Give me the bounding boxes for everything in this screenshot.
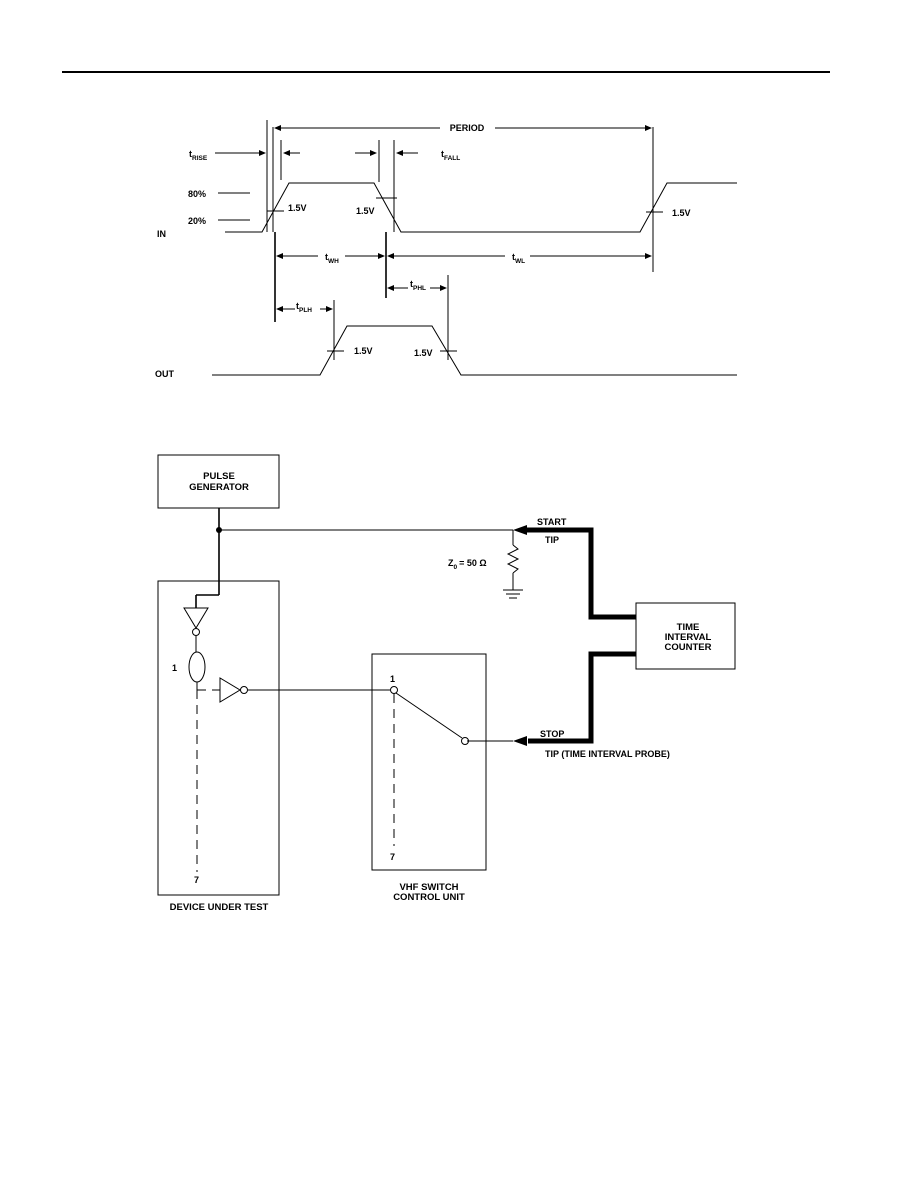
svg-text:tWH: tWH	[325, 252, 339, 265]
pulse-width-dimension: tWH tWL	[274, 232, 652, 322]
rise-fall-dimension: tRISE tFALL	[189, 120, 460, 232]
vhf-switch-label-2: CONTROL UNIT	[393, 892, 465, 903]
level-80-label: 80%	[188, 189, 206, 199]
counter-label-1: TIME	[677, 622, 700, 633]
timing-diagram: PERIOD tRISE tFALL 80% 20% IN	[155, 120, 737, 379]
start-cable	[527, 527, 636, 620]
svg-text:tPLH: tPLH	[296, 301, 312, 314]
stop-cable	[528, 651, 636, 744]
t-phl-sub: PHL	[413, 285, 426, 292]
out-label: OUT	[155, 369, 175, 379]
t-phl-label: t	[410, 279, 413, 289]
output-buffer-symbol	[219, 677, 241, 703]
start-label: START	[537, 517, 567, 527]
t-wh-sub: WH	[328, 258, 339, 265]
t-fall-label: t	[441, 149, 444, 159]
svg-text:tPHL: tPHL	[410, 279, 426, 292]
tip-probe-label: TIP (TIME INTERVAL PROBE)	[545, 749, 670, 759]
svg-text:Z0= 50 Ω: Z0= 50 Ω	[448, 558, 487, 571]
t-wl-label: t	[512, 252, 515, 262]
termination-resistor	[503, 530, 523, 599]
out-fall-voltage: 1.5V	[414, 348, 433, 358]
svg-text:tWL: tWL	[512, 252, 525, 265]
counter-label-2: INTERVAL	[665, 632, 712, 643]
in-rise-voltage: 1.5V	[288, 203, 307, 213]
dut-pin-7: 7	[194, 875, 199, 885]
period-dimension: PERIOD	[272, 123, 654, 272]
vhf-switch-box	[371, 653, 487, 871]
device-under-test-label: DEVICE UNDER TEST	[170, 902, 269, 913]
pulse-generator-label-1: PULSE	[203, 471, 235, 482]
t-wh-label: t	[325, 252, 328, 262]
z0-label: Z	[448, 558, 454, 568]
t-plh-sub: PLH	[299, 307, 312, 314]
pin-loop	[188, 651, 206, 683]
tplh-dimension: tPLH	[276, 300, 335, 360]
in-rise2-voltage: 1.5V	[672, 208, 691, 218]
in-waveform	[225, 182, 737, 233]
stop-probe-tip	[513, 736, 527, 746]
pulse-generator-label-2: GENERATOR	[189, 482, 249, 493]
z0-value: = 50 Ω	[459, 558, 486, 568]
dut-pin-1: 1	[172, 663, 177, 673]
counter-label-3: COUNTER	[665, 642, 712, 653]
z0-sub: 0	[454, 564, 458, 571]
switch-pin-7: 7	[390, 852, 395, 862]
test-circuit: PULSE GENERATOR START TIP Z0= 50 Ω TIME …	[157, 454, 736, 913]
time-interval-counter-box	[635, 602, 736, 670]
t-rise-label: t	[189, 149, 192, 159]
switch-common-contact	[461, 737, 469, 745]
t-fall-sub: FALL	[444, 155, 460, 162]
in-label: IN	[157, 229, 166, 239]
tphl-dimension: tPHL	[387, 275, 449, 360]
out-rise-voltage: 1.5V	[354, 346, 373, 356]
in-fall-voltage: 1.5V	[356, 206, 375, 216]
start-probe-tip	[513, 525, 527, 535]
out-waveform	[212, 325, 737, 376]
switch-contact-1	[390, 686, 398, 694]
switch-pin-1: 1	[390, 674, 395, 684]
t-plh-label: t	[296, 301, 299, 311]
start-tip-label: TIP	[545, 535, 559, 545]
stop-label: STOP	[540, 729, 564, 739]
device-under-test-box	[157, 580, 280, 896]
svg-text:tFALL: tFALL	[441, 149, 460, 162]
input-buffer-symbol	[183, 607, 209, 629]
period-label: PERIOD	[450, 123, 485, 133]
vhf-switch-label-1: VHF SWITCH	[399, 882, 458, 893]
t-wl-sub: WL	[515, 258, 525, 265]
svg-text:tRISE: tRISE	[189, 149, 208, 162]
t-rise-sub: RISE	[192, 155, 208, 162]
level-20-label: 20%	[188, 216, 206, 226]
